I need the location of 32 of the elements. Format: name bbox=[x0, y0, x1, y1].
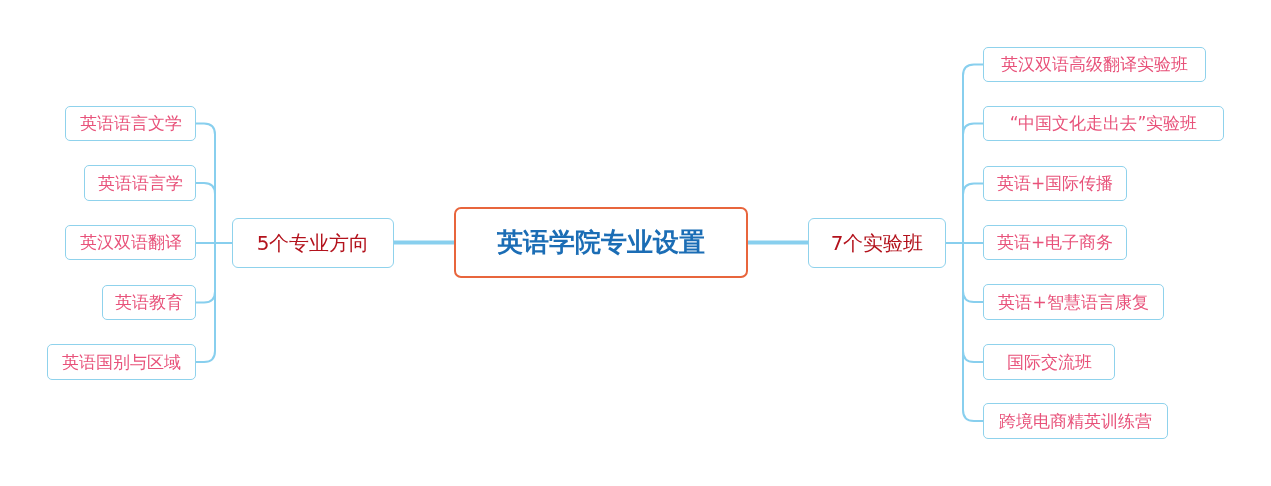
subtopic-box bbox=[983, 166, 1127, 201]
central-topic-box bbox=[454, 207, 748, 278]
subtopic-box bbox=[47, 344, 196, 380]
topic-label: 英语语言文学 bbox=[79, 112, 182, 135]
subtopic-box bbox=[983, 225, 1127, 260]
topic-label: 跨境电商精英训练营 bbox=[999, 409, 1152, 433]
topic-label: 英语学院专业设置 bbox=[497, 226, 705, 259]
topic-label: 英语+电子商务 bbox=[996, 231, 1114, 254]
subtopic-box bbox=[983, 106, 1224, 141]
connector-line bbox=[748, 240, 808, 245]
topic-label: 英汉双语翻译 bbox=[79, 231, 182, 254]
topic-label: 英语国别与区域 bbox=[62, 350, 181, 374]
topic-label: 英语教育 bbox=[115, 291, 183, 314]
subtopic-box bbox=[65, 106, 196, 141]
subtopic-box bbox=[983, 403, 1168, 439]
subtopic-box bbox=[983, 284, 1164, 320]
topic-label: 英语语言学 bbox=[97, 171, 183, 195]
subtopic-box bbox=[102, 285, 196, 320]
subtopic-box bbox=[84, 165, 196, 201]
subtopic-box bbox=[65, 225, 196, 260]
topic-label: 英汉双语高级翻译实验班 bbox=[1001, 53, 1188, 76]
topic-label: 英语+国际传播 bbox=[996, 172, 1114, 195]
subtopic-box bbox=[983, 344, 1115, 380]
topic-label: 5个专业方向 bbox=[256, 229, 370, 257]
topic-label: 国际交流班 bbox=[1006, 350, 1092, 374]
topic-label: 英语+智慧语言康复 bbox=[998, 290, 1149, 314]
branch-topic-box bbox=[808, 218, 946, 268]
subtopic-box bbox=[983, 47, 1206, 82]
topic-label: “中国文化走出去”实验班 bbox=[1009, 112, 1198, 135]
branch-topic-box bbox=[232, 218, 394, 268]
topic-label: 7个实验班 bbox=[830, 229, 924, 257]
connector-line bbox=[394, 240, 454, 245]
